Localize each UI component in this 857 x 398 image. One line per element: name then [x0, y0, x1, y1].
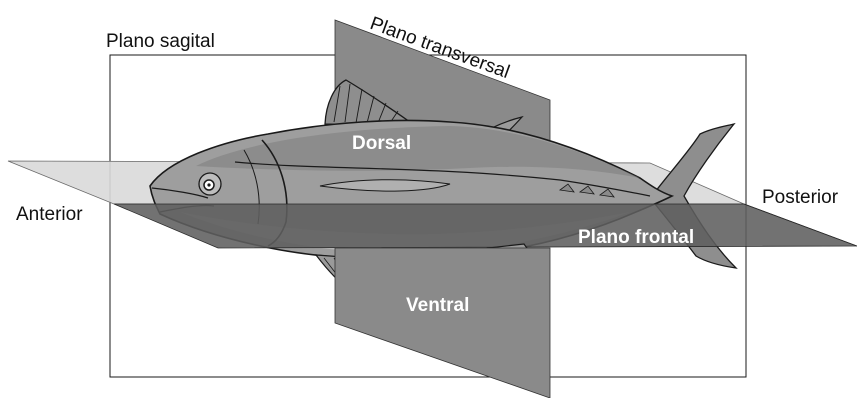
frontal-plane-front: [114, 204, 857, 248]
sagittal-plane-label: Plano sagital: [106, 32, 215, 51]
dorsal-label: Dorsal: [352, 134, 411, 153]
posterior-label: Posterior: [762, 188, 838, 207]
ventral-label: Ventral: [406, 296, 469, 315]
transverse-plane-lower: [335, 248, 550, 398]
anterior-label: Anterior: [16, 205, 83, 224]
frontal-plane-label: Plano frontal: [578, 228, 694, 247]
